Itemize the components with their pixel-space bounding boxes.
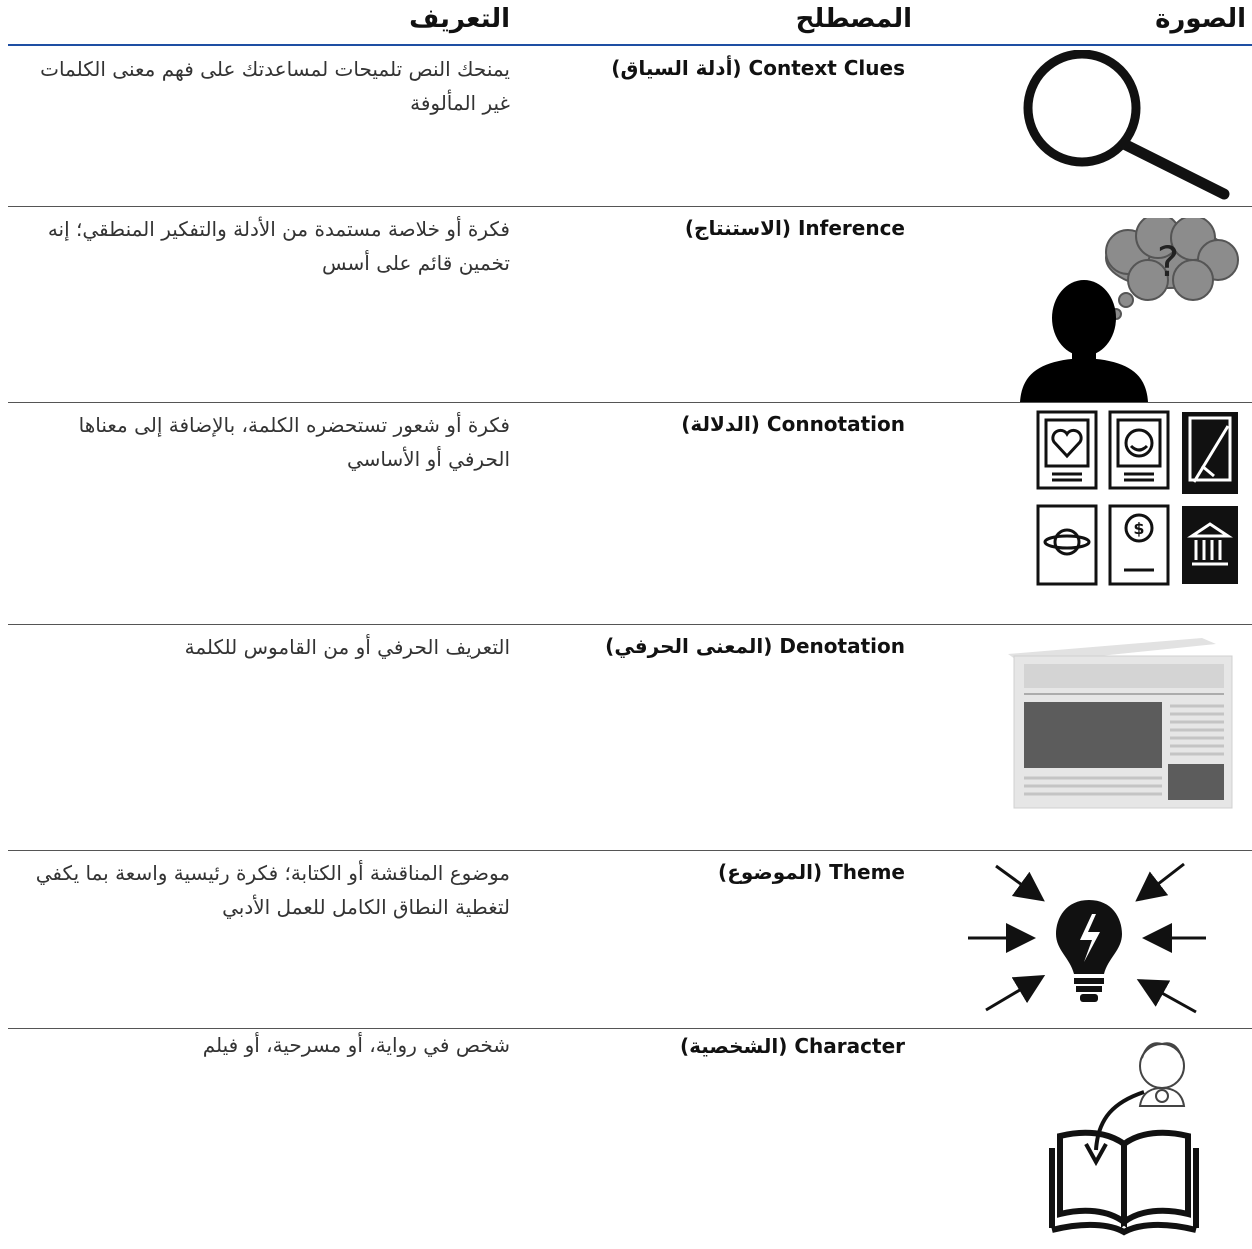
row-divider <box>8 206 1252 207</box>
row-divider <box>8 1028 1252 1029</box>
magnifying-glass-icon <box>1023 50 1230 200</box>
lightbulb-arrows-icon <box>968 862 1206 1014</box>
table-row-connotation: Connotation (الدلالة) فكرة أو شعور تستحض… <box>8 402 1252 622</box>
header-image: الصورة <box>1155 4 1246 34</box>
table-row-context-clues: Context Clues (أدلة السياق) يمنحك النص ت… <box>8 46 1252 204</box>
term-text: Connotation (الدلالة) <box>681 412 905 436</box>
header-term: المصطلح <box>795 4 912 34</box>
term-text: Denotation (المعنى الحرفي) <box>605 634 905 658</box>
header-definition: التعريف <box>409 4 510 34</box>
character-book-icon <box>1049 1042 1199 1236</box>
table-row-denotation: Denotation (المعنى الحرفي) التعريف الحرف… <box>8 624 1252 848</box>
table-header: الصورة المصطلح التعريف <box>8 2 1252 46</box>
row-divider <box>8 402 1252 403</box>
definition-text: يمنحك النص تلميحات لمساعدتك على فهم معنى… <box>40 57 510 115</box>
newspaper-icon <box>1008 638 1233 809</box>
thinking-person-icon: ? <box>1020 218 1239 402</box>
definition-text: التعريف الحرفي أو من القاموس للكلمة <box>184 635 510 659</box>
table-row-character: Character (الشخصية) شخص في رواية، أو مسر… <box>8 1028 1252 1249</box>
table-row-theme: Theme (الموضوع) موضوع المناقشة أو الكتاب… <box>8 850 1252 1026</box>
definition-text: فكرة أو خلاصة مستمدة من الأدلة والتفكير … <box>47 217 510 275</box>
term-text: Character (الشخصية) <box>680 1034 905 1058</box>
definition-text: شخص في رواية، أو مسرحية، أو فيلم <box>202 1033 510 1057</box>
table-row-inference: Inference (الاستنتاج) فكرة أو خلاصة مستم… <box>8 206 1252 402</box>
bubble-question-mark: ? <box>1157 237 1179 286</box>
term-text: Theme (الموضوع) <box>718 860 905 884</box>
row-divider <box>8 850 1252 851</box>
row-divider <box>8 624 1252 625</box>
term-text: Context Clues (أدلة السياق) <box>611 56 905 80</box>
svg-text:$: $ <box>1133 519 1144 538</box>
book-genres-icon: $ <box>1036 410 1238 586</box>
definition-text: فكرة أو شعور تستحضره الكلمة، بالإضافة إل… <box>78 413 510 471</box>
term-text: Inference (الاستنتاج) <box>684 216 905 240</box>
definition-text: موضوع المناقشة أو الكتابة؛ فكرة رئيسية و… <box>35 861 510 919</box>
